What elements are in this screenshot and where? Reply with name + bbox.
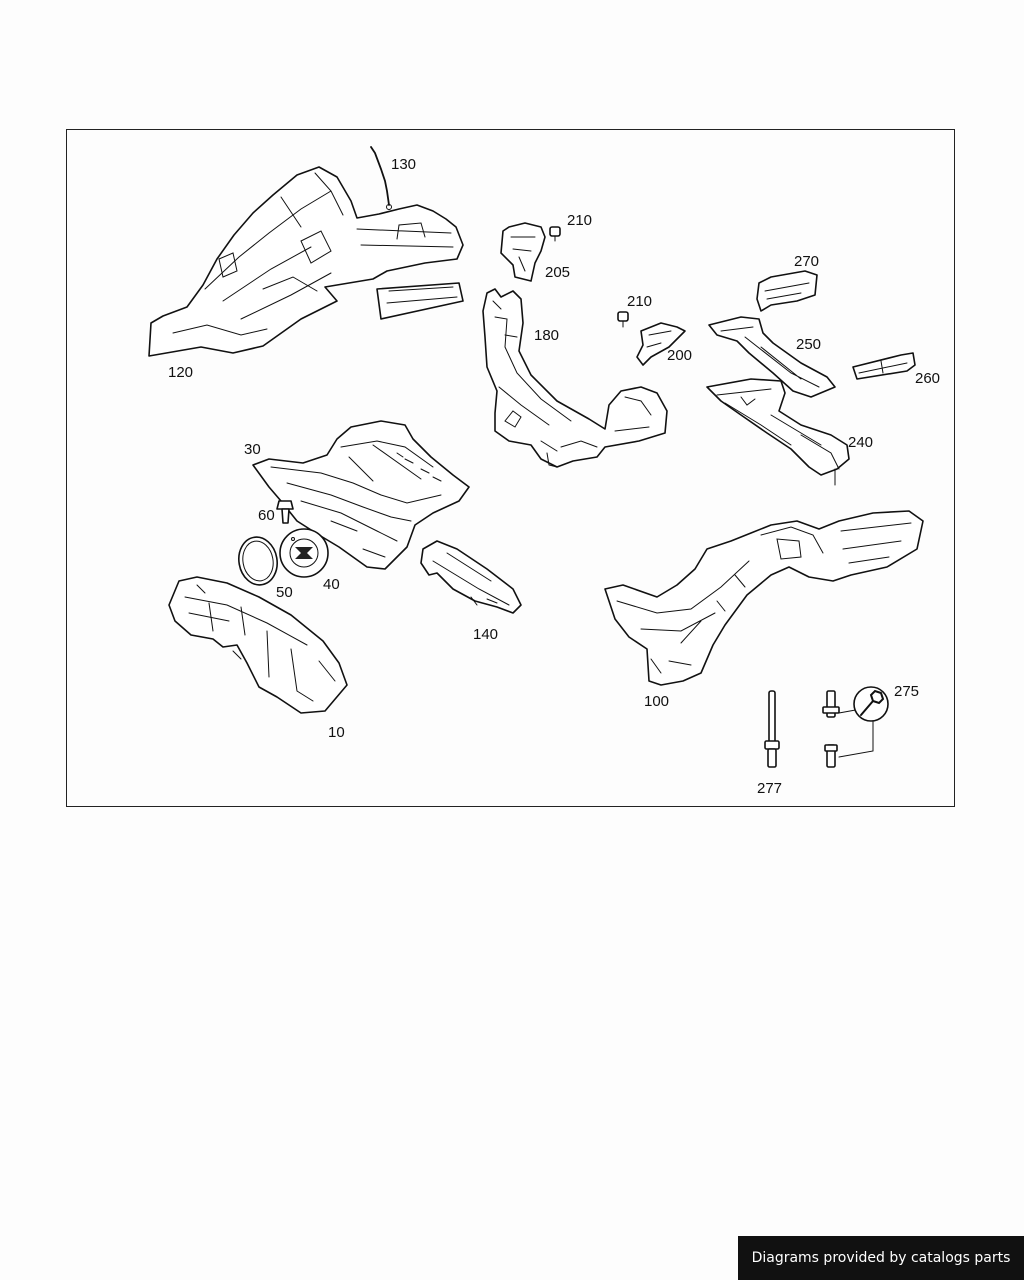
callout-50[interactable]: 50 xyxy=(276,584,293,601)
part-50-ring[interactable] xyxy=(235,534,281,588)
callout-140[interactable]: 140 xyxy=(473,626,498,643)
callout-180[interactable]: 180 xyxy=(534,327,559,344)
part-277[interactable] xyxy=(764,690,780,768)
callout-100[interactable]: 100 xyxy=(644,693,669,710)
callout-30[interactable]: 30 xyxy=(244,441,261,458)
part-130[interactable] xyxy=(370,146,392,210)
part-200[interactable] xyxy=(636,322,686,366)
part-275[interactable] xyxy=(822,690,874,768)
part-60-bolt[interactable] xyxy=(276,500,294,524)
part-10[interactable] xyxy=(168,576,348,714)
callout-260[interactable]: 260 xyxy=(915,370,940,387)
callout-275[interactable]: 275 xyxy=(894,683,919,700)
part-210b-bolt[interactable] xyxy=(617,311,629,328)
callout-120[interactable]: 120 xyxy=(168,364,193,381)
callout-277[interactable]: 277 xyxy=(757,780,782,797)
callout-130[interactable]: 130 xyxy=(391,156,416,173)
callout-270[interactable]: 270 xyxy=(794,253,819,270)
callout-200[interactable]: 200 xyxy=(667,347,692,364)
part-205[interactable] xyxy=(500,222,546,282)
callout-240[interactable]: 240 xyxy=(848,434,873,451)
part-120[interactable] xyxy=(148,166,464,357)
callout-40[interactable]: 40 xyxy=(323,576,340,593)
diagram-frame: 120 130 210 205 210 180 200 270 250 260 … xyxy=(66,129,955,807)
part-100[interactable] xyxy=(604,510,924,686)
part-240[interactable] xyxy=(706,378,850,486)
callout-210-upper[interactable]: 210 xyxy=(567,212,592,229)
callout-labels: 120 130 210 205 210 180 200 270 250 260 … xyxy=(168,156,940,797)
callout-210-lower[interactable]: 210 xyxy=(627,293,652,310)
credit-badge: Diagrams provided by catalogs parts xyxy=(738,1236,1024,1280)
callout-10[interactable]: 10 xyxy=(328,724,345,741)
callout-250[interactable]: 250 xyxy=(796,336,821,353)
part-210a-bolt[interactable] xyxy=(549,226,561,242)
callout-60[interactable]: 60 xyxy=(258,507,275,524)
part-270[interactable] xyxy=(756,270,818,312)
part-250[interactable] xyxy=(708,316,836,398)
part-140[interactable] xyxy=(420,540,522,614)
wrench-icon xyxy=(853,686,889,722)
credit-text: Diagrams provided by catalogs parts xyxy=(751,1250,1011,1266)
parts-diagram: 120 130 210 205 210 180 200 270 250 260 … xyxy=(148,146,940,797)
part-260[interactable] xyxy=(852,352,916,380)
part-180[interactable] xyxy=(482,288,668,468)
callout-205[interactable]: 205 xyxy=(545,264,570,281)
part-40-cover[interactable] xyxy=(279,528,329,578)
